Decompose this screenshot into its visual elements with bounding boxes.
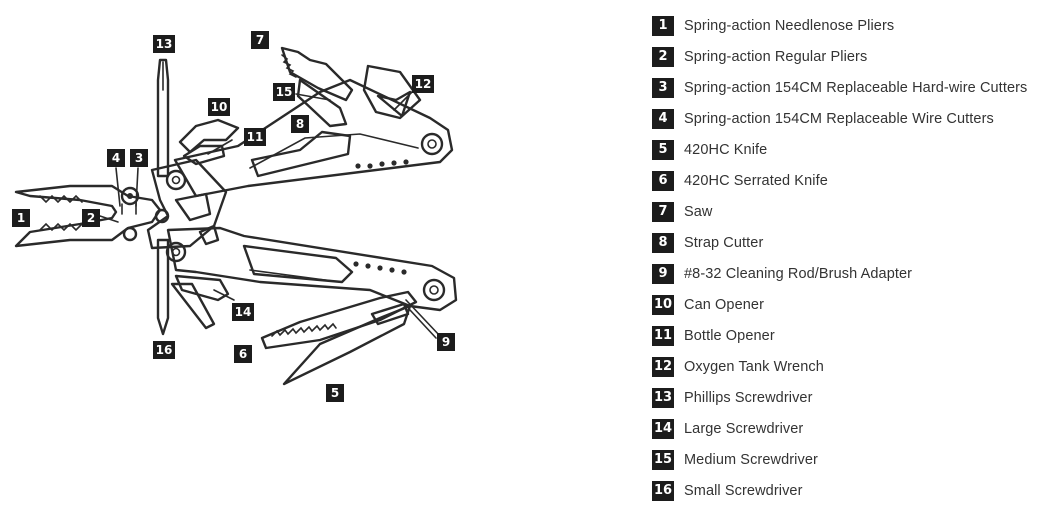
legend-item-6: 6 420HC Serrated Knife <box>652 165 1052 196</box>
legend-label: 420HC Knife <box>684 141 768 158</box>
legend-number: 4 <box>652 108 674 129</box>
legend-item-10: 10 Can Opener <box>652 289 1052 320</box>
legend-number: 10 <box>652 294 674 315</box>
legend-item-1: 1 Spring-action Needlenose Pliers <box>652 10 1052 41</box>
legend-label: Saw <box>684 203 713 220</box>
tag-8: 8 <box>291 115 309 133</box>
legend-number: 11 <box>652 325 674 346</box>
legend-label: Can Opener <box>684 296 764 313</box>
svg-text:10: 10 <box>211 100 228 114</box>
legend-label: Bottle Opener <box>684 327 775 344</box>
svg-text:15: 15 <box>276 85 293 99</box>
tag-7: 7 <box>251 31 269 49</box>
svg-text:11: 11 <box>247 130 264 144</box>
tag-6: 6 <box>234 345 252 363</box>
svg-text:12: 12 <box>415 77 432 91</box>
saw-blade <box>280 46 354 128</box>
legend-item-16: 16 Small Screwdriver <box>652 475 1052 506</box>
tag-9: 9 <box>437 333 455 351</box>
multitool-diagram: 1 2 3 4 5 6 7 8 9 10 11 12 13 14 15 16 <box>12 31 458 402</box>
lower-handle <box>166 226 458 312</box>
svg-text:4: 4 <box>112 151 120 165</box>
large-screwdriver <box>170 274 230 330</box>
tag-10: 10 <box>208 98 230 116</box>
svg-text:7: 7 <box>256 33 264 47</box>
tag-13: 13 <box>153 35 175 53</box>
legend-number: 5 <box>652 139 674 160</box>
legend-label: Strap Cutter <box>684 234 764 251</box>
legend-number: 8 <box>652 232 674 253</box>
legend-label: Small Screwdriver <box>684 482 803 499</box>
tag-11: 11 <box>244 128 266 146</box>
tag-1: 1 <box>12 209 30 227</box>
legend-label: Spring-action Regular Pliers <box>684 48 868 65</box>
legend-number: 15 <box>652 449 674 470</box>
tag-2: 2 <box>82 209 100 227</box>
tag-4: 4 <box>107 149 125 167</box>
svg-text:13: 13 <box>156 37 173 51</box>
svg-text:14: 14 <box>235 305 252 319</box>
legend-number: 12 <box>652 356 674 377</box>
tag-12: 12 <box>412 75 434 93</box>
legend-item-5: 5 420HC Knife <box>652 134 1052 165</box>
svg-text:6: 6 <box>239 347 247 361</box>
can-and-bottle-opener <box>178 118 240 166</box>
legend-item-12: 12 Oxygen Tank Wrench <box>652 351 1052 382</box>
legend-item-14: 14 Large Screwdriver <box>652 413 1052 444</box>
tag-16: 16 <box>153 341 175 359</box>
tag-3: 3 <box>130 149 148 167</box>
legend-label: Medium Screwdriver <box>684 451 818 468</box>
legend-number: 13 <box>652 387 674 408</box>
legend-number: 2 <box>652 46 674 67</box>
legend-number: 1 <box>652 15 674 36</box>
legend-number: 3 <box>652 77 674 98</box>
legend-label: 420HC Serrated Knife <box>684 172 828 189</box>
legend-item-15: 15 Medium Screwdriver <box>652 444 1052 475</box>
legend-label: Phillips Screwdriver <box>684 389 813 406</box>
legend-label: Spring-action Needlenose Pliers <box>684 17 895 34</box>
legend-number: 14 <box>652 418 674 439</box>
svg-text:5: 5 <box>331 386 339 400</box>
legend-item-13: 13 Phillips Screwdriver <box>652 382 1052 413</box>
svg-text:2: 2 <box>87 211 95 225</box>
legend-number: 16 <box>652 480 674 501</box>
cleaning-rod-adapter <box>405 299 441 337</box>
legend-item-8: 8 Strap Cutter <box>652 227 1052 258</box>
legend-number: 7 <box>652 201 674 222</box>
legend-item-9: 9 #8-32 Cleaning Rod/Brush Adapter <box>652 258 1052 289</box>
legend-label: Spring-action 154CM Replaceable Wire Cut… <box>684 110 994 127</box>
legend-label: Spring-action 154CM Replaceable Hard-wir… <box>684 79 1028 96</box>
tag-15: 15 <box>273 83 295 101</box>
legend-label: #8-32 Cleaning Rod/Brush Adapter <box>684 265 913 282</box>
svg-text:16: 16 <box>156 343 173 357</box>
tag-14: 14 <box>232 303 254 321</box>
tag-5: 5 <box>326 384 344 402</box>
knife-blades <box>260 290 418 386</box>
phillips-screwdriver <box>156 58 170 178</box>
svg-text:8: 8 <box>296 117 304 131</box>
legend-item-11: 11 Bottle Opener <box>652 320 1052 351</box>
legend-item-3: 3 Spring-action 154CM Replaceable Hard-wi… <box>652 72 1052 103</box>
svg-text:9: 9 <box>442 335 450 349</box>
legend-item-7: 7 Saw <box>652 196 1052 227</box>
legend-item-4: 4 Spring-action 154CM Replaceable Wire Cu… <box>652 103 1052 134</box>
upper-handle <box>173 64 454 198</box>
small-screwdriver <box>156 238 170 336</box>
legend-label: Large Screwdriver <box>684 420 804 437</box>
legend-item-2: 2 Spring-action Regular Pliers <box>652 41 1052 72</box>
legend-number: 9 <box>652 263 674 284</box>
svg-text:1: 1 <box>17 211 25 225</box>
legend-number: 6 <box>652 170 674 191</box>
pliers-head <box>14 184 170 248</box>
svg-text:3: 3 <box>135 151 143 165</box>
legend-label: Oxygen Tank Wrench <box>684 358 824 375</box>
